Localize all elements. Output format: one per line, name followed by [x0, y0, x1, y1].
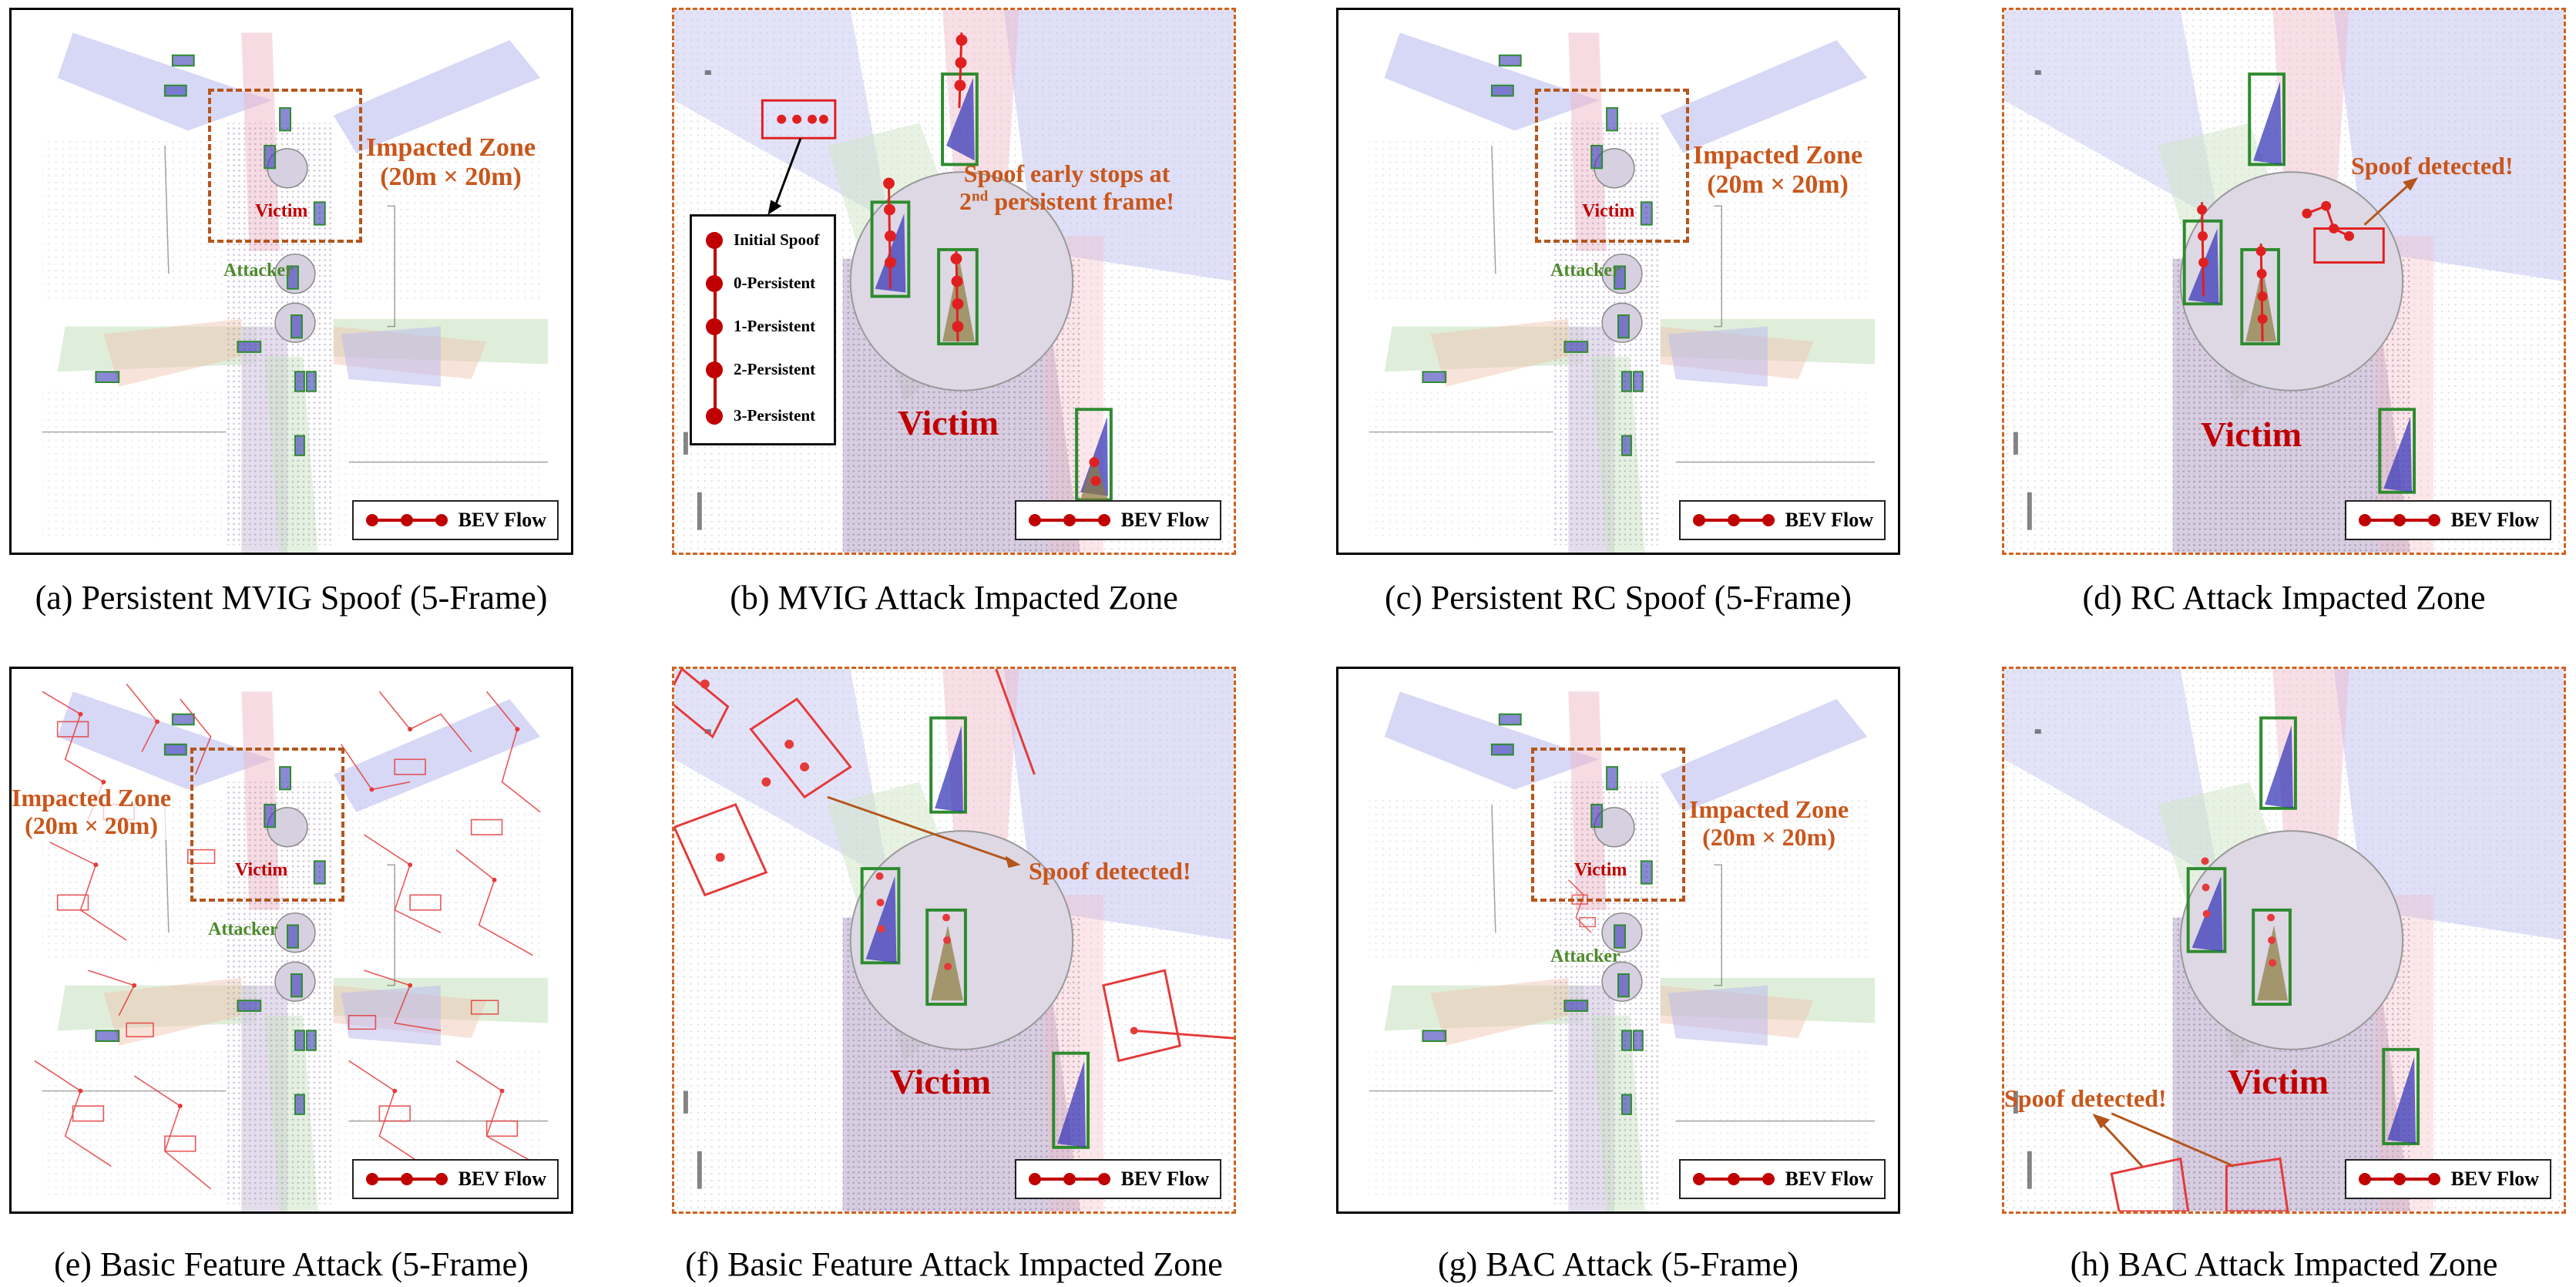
bev-flow-legend: BEV Flow — [1014, 1159, 1221, 1199]
spoof-dot-icon — [706, 318, 723, 335]
caption-g: (g) BAC Attack (5-Frame) — [1438, 1245, 1798, 1283]
victim-label: Victim — [235, 860, 288, 880]
legend-label: BEV Flow — [2450, 509, 2539, 531]
persistence-item-1: 1-Persistent — [706, 317, 815, 336]
panel-g: Impacted Zone(20m × 20m) Victim Attacker… — [1336, 667, 1900, 1214]
spoof-dot-icon — [706, 407, 723, 425]
persistence-item-3: 3-Persistent — [706, 406, 815, 425]
impacted-zone-box — [1535, 89, 1689, 243]
panel-c: Impacted Zone(20m × 20m) Victim Attacker… — [1336, 8, 1900, 555]
caption-h: (h) BAC Attack Impacted Zone — [2070, 1245, 2498, 1283]
zone-label: Impacted Zone(20m × 20m) — [12, 784, 172, 840]
victim-label: Victim — [890, 1062, 992, 1101]
legend-label: BEV Flow — [458, 1168, 546, 1190]
victim-label: Victim — [898, 403, 999, 442]
victim-label: Victim — [2228, 1062, 2329, 1101]
caption-f: (f) Basic Feature Attack Impacted Zone — [685, 1245, 1223, 1283]
bev-flow-legend: BEV Flow — [1678, 500, 1886, 540]
caption-c: (c) Persistent RC Spoof (5-Frame) — [1384, 579, 1852, 617]
caption-e: (e) Basic Feature Attack (5-Frame) — [54, 1245, 529, 1283]
bev-flow-legend: BEV Flow — [1678, 1159, 1886, 1199]
bev-flow-legend: BEV Flow — [1014, 500, 1221, 540]
panel-h: Spoof detected! Victim BEV Flow — [2002, 667, 2566, 1214]
panel-d: Spoof detected! Victim BEV Flow — [2002, 8, 2566, 555]
persistence-item-2: 2-Persistent — [706, 360, 815, 379]
attacker-label: Attacker — [1550, 946, 1620, 966]
bev-flow-legend: BEV Flow — [2344, 1159, 2551, 1199]
persistence-item-0: 0-Persistent — [706, 274, 815, 293]
legend-label: BEV Flow — [1120, 1168, 1209, 1190]
spoof-dot-icon — [706, 361, 723, 378]
bev-flow-icon — [2358, 1173, 2440, 1185]
panel-a: Impacted Zone(20m × 20m) Victim Attacker… — [9, 8, 573, 555]
early-stop-note: Spoof early stops at 2nd persistent fram… — [959, 160, 1175, 215]
caption-b: (b) MVIG Attack Impacted Zone — [730, 579, 1178, 617]
bev-flow-icon — [1028, 514, 1110, 526]
spoof-detected-note: Spoof detected! — [2351, 152, 2514, 180]
zone-label: Impacted Zone(20m × 20m) — [1693, 141, 1863, 200]
bev-flow-legend: BEV Flow — [351, 1159, 559, 1199]
impacted-zone-box — [190, 748, 344, 902]
victim-label: Victim — [1574, 860, 1627, 880]
victim-label: Victim — [255, 201, 308, 221]
spoof-dot-icon — [706, 231, 723, 249]
persistence-list: Initial Spoof 0-Persistent 1-Persistent … — [690, 214, 836, 445]
panel-e: Impacted Zone(20m × 20m) Victim Attacker… — [9, 667, 573, 1214]
caption-a: (a) Persistent MVIG Spoof (5-Frame) — [35, 579, 548, 617]
legend-label: BEV Flow — [1785, 1168, 1873, 1190]
bev-flow-icon — [2358, 514, 2440, 526]
attacker-label: Attacker — [1550, 260, 1620, 281]
impacted-zone-box — [208, 89, 362, 243]
attacker-label: Attacker — [208, 919, 278, 939]
zone-label: Impacted Zone(20m × 20m) — [1689, 795, 1849, 851]
bev-scene-b — [674, 10, 1234, 553]
bev-flow-legend: BEV Flow — [351, 500, 559, 540]
bev-scene-f — [674, 669, 1234, 1211]
legend-label: BEV Flow — [2450, 1168, 2539, 1190]
spoof-dot-icon — [706, 274, 723, 292]
bev-flow-icon — [365, 514, 448, 526]
bev-flow-icon — [1692, 514, 1775, 526]
legend-label: BEV Flow — [1120, 509, 1209, 531]
spoof-detected-note: Spoof detected! — [1029, 857, 1191, 885]
attacker-label: Attacker — [223, 260, 294, 281]
persistence-item-initial: Initial Spoof — [706, 230, 819, 250]
zone-label: Impacted Zone(20m × 20m) — [366, 133, 536, 192]
bev-flow-icon — [1692, 1173, 1775, 1185]
bev-scene-h — [2004, 669, 2564, 1211]
spoof-detected-note: Spoof detected! — [2004, 1084, 2167, 1112]
victim-label: Victim — [2201, 415, 2302, 454]
impacted-zone-box — [1531, 748, 1685, 902]
panel-b: Initial Spoof 0-Persistent 1-Persistent … — [672, 8, 1236, 555]
bev-flow-icon — [1028, 1173, 1110, 1185]
panel-f: Spoof detected! Victim BEV Flow — [672, 667, 1236, 1214]
legend-label: BEV Flow — [458, 509, 546, 531]
bev-flow-icon — [365, 1173, 448, 1185]
bev-flow-legend: BEV Flow — [2344, 500, 2551, 540]
victim-label: Victim — [1582, 201, 1635, 221]
legend-label: BEV Flow — [1785, 509, 1873, 531]
caption-d: (d) RC Attack Impacted Zone — [2082, 579, 2486, 617]
bev-scene-d — [2004, 10, 2564, 553]
bev-scene-e — [12, 669, 571, 1211]
